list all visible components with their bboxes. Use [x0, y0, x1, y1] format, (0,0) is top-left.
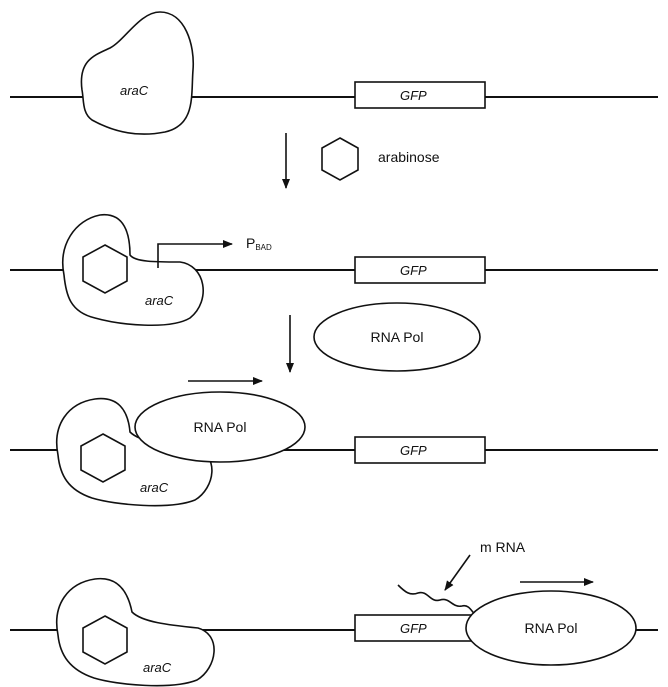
arabinose-hexagon — [322, 138, 358, 180]
gfp-label-2: GFP — [400, 263, 427, 278]
stage-3: araC RNA Pol GFP — [10, 381, 658, 506]
mrna-label: m RNA — [480, 539, 526, 555]
arac-label-3: araC — [140, 480, 169, 495]
arac-protein-1 — [81, 12, 193, 134]
mrna-pointer — [445, 555, 470, 590]
mrna-strand — [398, 585, 478, 618]
rna-pol-label-transcribing: RNA Pol — [525, 620, 578, 636]
gfp-label-1: GFP — [400, 88, 427, 103]
rna-pol-label-free: RNA Pol — [371, 329, 424, 345]
arabinose-label: arabinose — [378, 149, 440, 165]
gfp-label-4: GFP — [400, 621, 427, 636]
transition-arabinose: arabinose — [286, 133, 440, 188]
rna-pol-label-bound: RNA Pol — [194, 419, 247, 435]
arac-protein-4 — [57, 579, 214, 686]
stage-4: araC GFP RNA Pol m RNA — [10, 539, 658, 686]
stage-2: araC PBAD GFP — [10, 215, 658, 326]
arac-label-2: araC — [145, 293, 174, 308]
gfp-label-3: GFP — [400, 443, 427, 458]
promoter-label: PBAD — [246, 235, 272, 252]
arac-label-1: araC — [120, 83, 149, 98]
arac-label-4: araC — [143, 660, 172, 675]
transition-rna-pol: RNA Pol — [290, 303, 480, 372]
stage-1: araC GFP — [10, 12, 658, 134]
